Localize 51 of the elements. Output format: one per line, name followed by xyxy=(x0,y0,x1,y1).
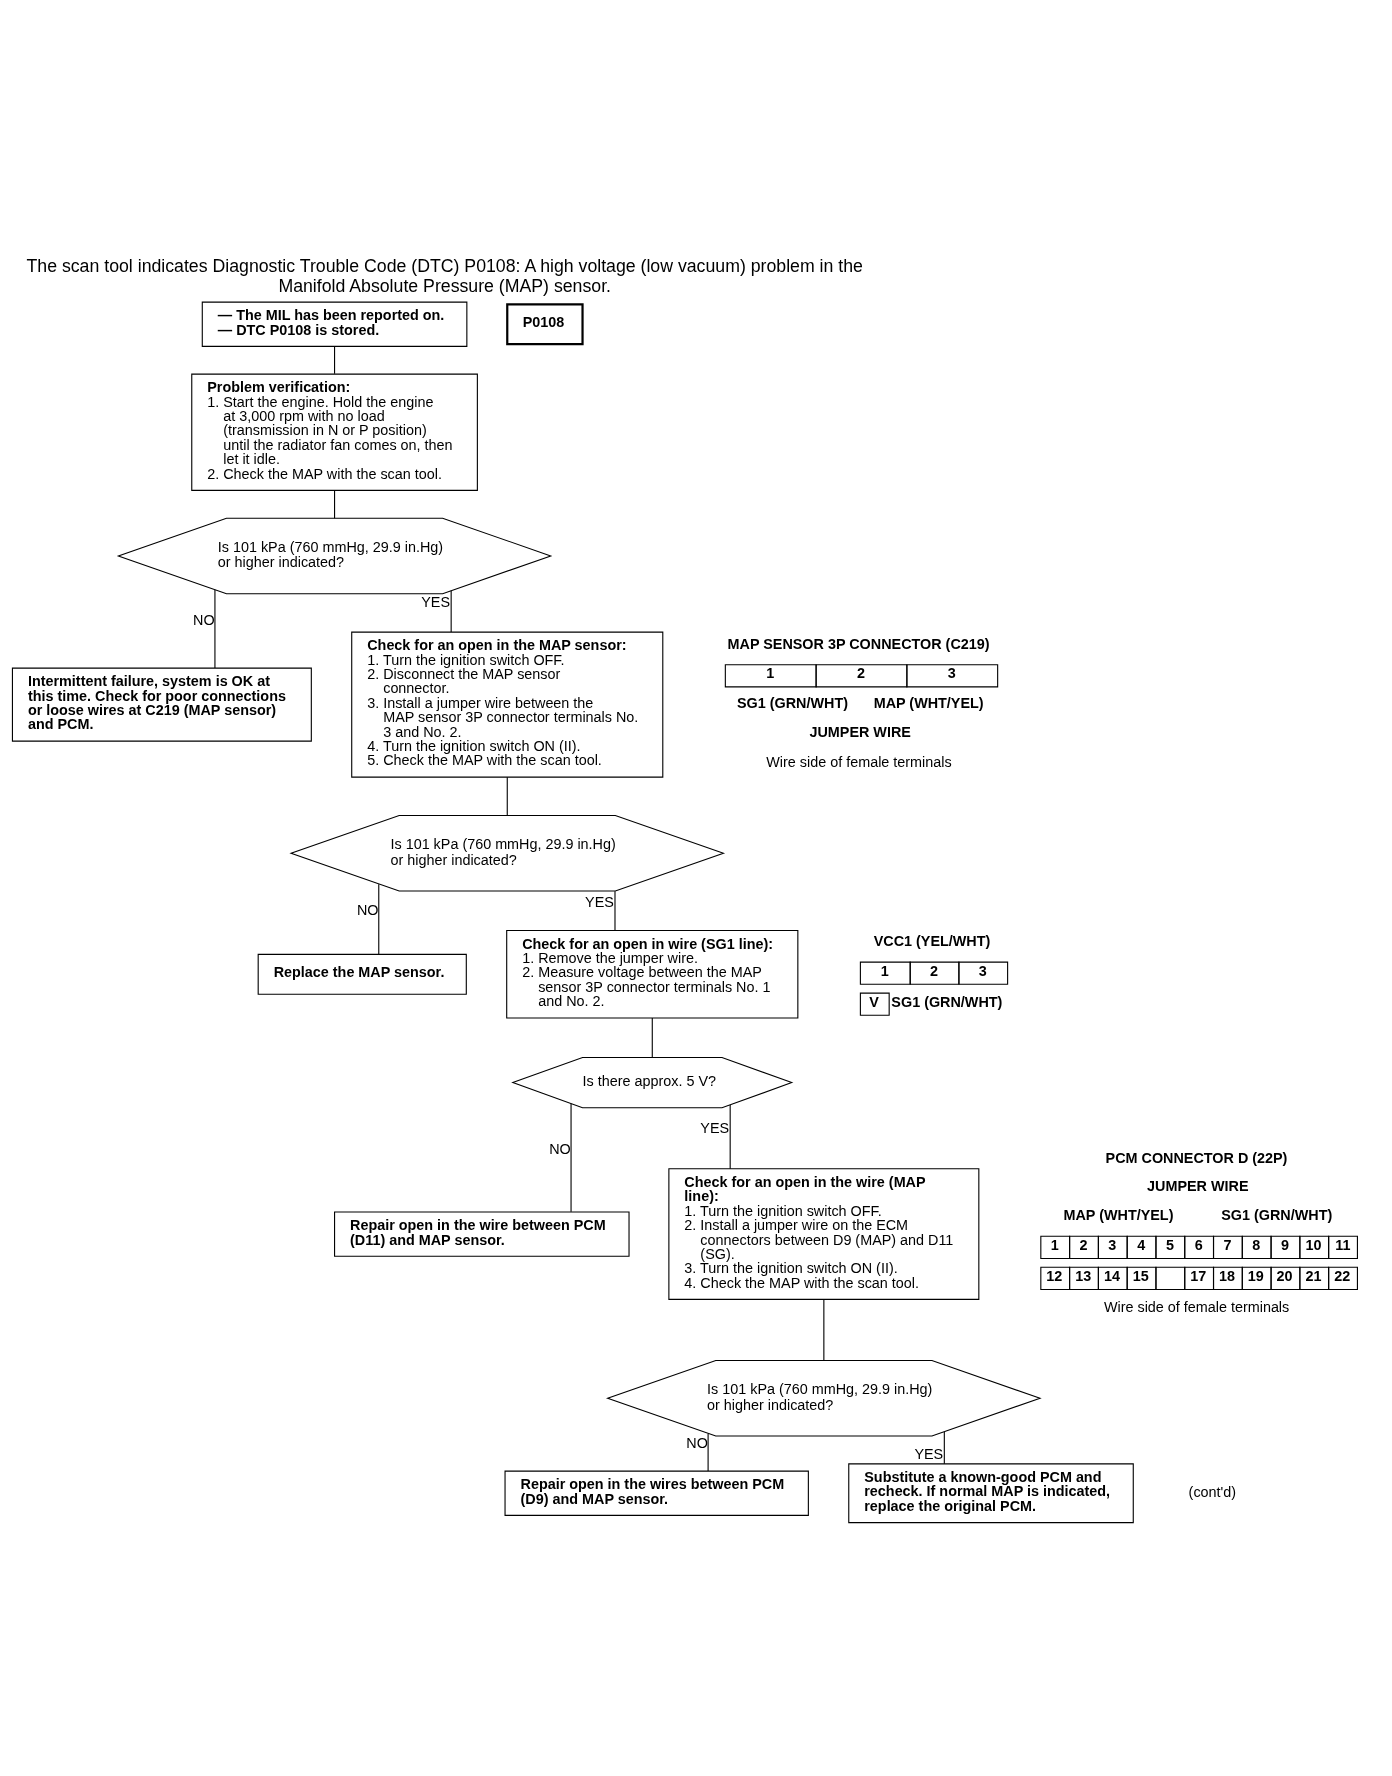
label: 6 xyxy=(1194,1237,1203,1254)
label: 17 xyxy=(1190,1268,1207,1285)
label: 1 xyxy=(880,962,889,979)
label: 3 xyxy=(947,665,956,682)
label: 15 xyxy=(1132,1268,1149,1285)
label: SG1 (GRN/WHT) xyxy=(891,993,1003,1010)
label: 3 xyxy=(1108,1237,1117,1254)
edge-label: YES xyxy=(421,594,451,611)
label: 22 xyxy=(1334,1268,1351,1285)
label: 2 xyxy=(857,665,866,682)
label: MAP (WHT/YEL) xyxy=(1063,1207,1174,1224)
label: JUMPER WIRE xyxy=(809,724,911,741)
label: 13 xyxy=(1075,1268,1092,1285)
edge-label: YES xyxy=(700,1119,730,1136)
edge-label: NO xyxy=(549,1140,571,1157)
label: 1 xyxy=(1050,1237,1059,1254)
label: (cont'd) xyxy=(1188,1484,1237,1500)
label: 5 xyxy=(1165,1237,1174,1254)
edge-label: YES xyxy=(914,1446,944,1463)
edge-label: NO xyxy=(356,902,379,919)
label: 8 xyxy=(1252,1237,1261,1254)
label: 2 xyxy=(930,962,939,979)
edge-label: YES xyxy=(585,893,614,910)
label: P0108 xyxy=(522,313,565,330)
label: VCC1 (YEL/WHT) xyxy=(873,932,991,949)
label: Wire side of female terminals xyxy=(1103,1299,1290,1316)
label: 18 xyxy=(1219,1268,1236,1285)
label: 7 xyxy=(1223,1237,1232,1254)
label: SG1 (GRN/WHT) xyxy=(736,695,848,712)
label: 1 xyxy=(766,665,775,682)
label: 11 xyxy=(1335,1237,1351,1254)
edge-label: NO xyxy=(193,611,215,628)
label: 4 xyxy=(1137,1237,1146,1254)
label: 2 xyxy=(1079,1237,1088,1254)
label: 20 xyxy=(1276,1268,1293,1285)
label: MAP SENSOR 3P CONNECTOR (C219) xyxy=(727,635,990,652)
label: 21 xyxy=(1305,1268,1322,1285)
label: 12 xyxy=(1046,1268,1063,1285)
label: JUMPER WIRE xyxy=(1147,1178,1249,1195)
label: 3 xyxy=(978,962,987,979)
diagram-title: The scan tool indicates Diagnostic Trouble Code (DTC) P0108: A high voltage (low vacuum) problem in the Manifold Absolute Pressure (MAP) sensor. xyxy=(26,256,863,296)
edge-label: NO xyxy=(686,1435,708,1452)
label: V xyxy=(869,993,879,1010)
label: 10 xyxy=(1305,1237,1322,1254)
label: PCM CONNECTOR D (22P) xyxy=(1105,1149,1288,1166)
label: 19 xyxy=(1247,1268,1264,1285)
label: SG1 (GRN/WHT) xyxy=(1221,1207,1333,1224)
label: Wire side of female terminals xyxy=(766,754,952,771)
label: 14 xyxy=(1103,1268,1120,1285)
label: 9 xyxy=(1281,1237,1290,1254)
label: MAP (WHT/YEL) xyxy=(873,695,984,712)
